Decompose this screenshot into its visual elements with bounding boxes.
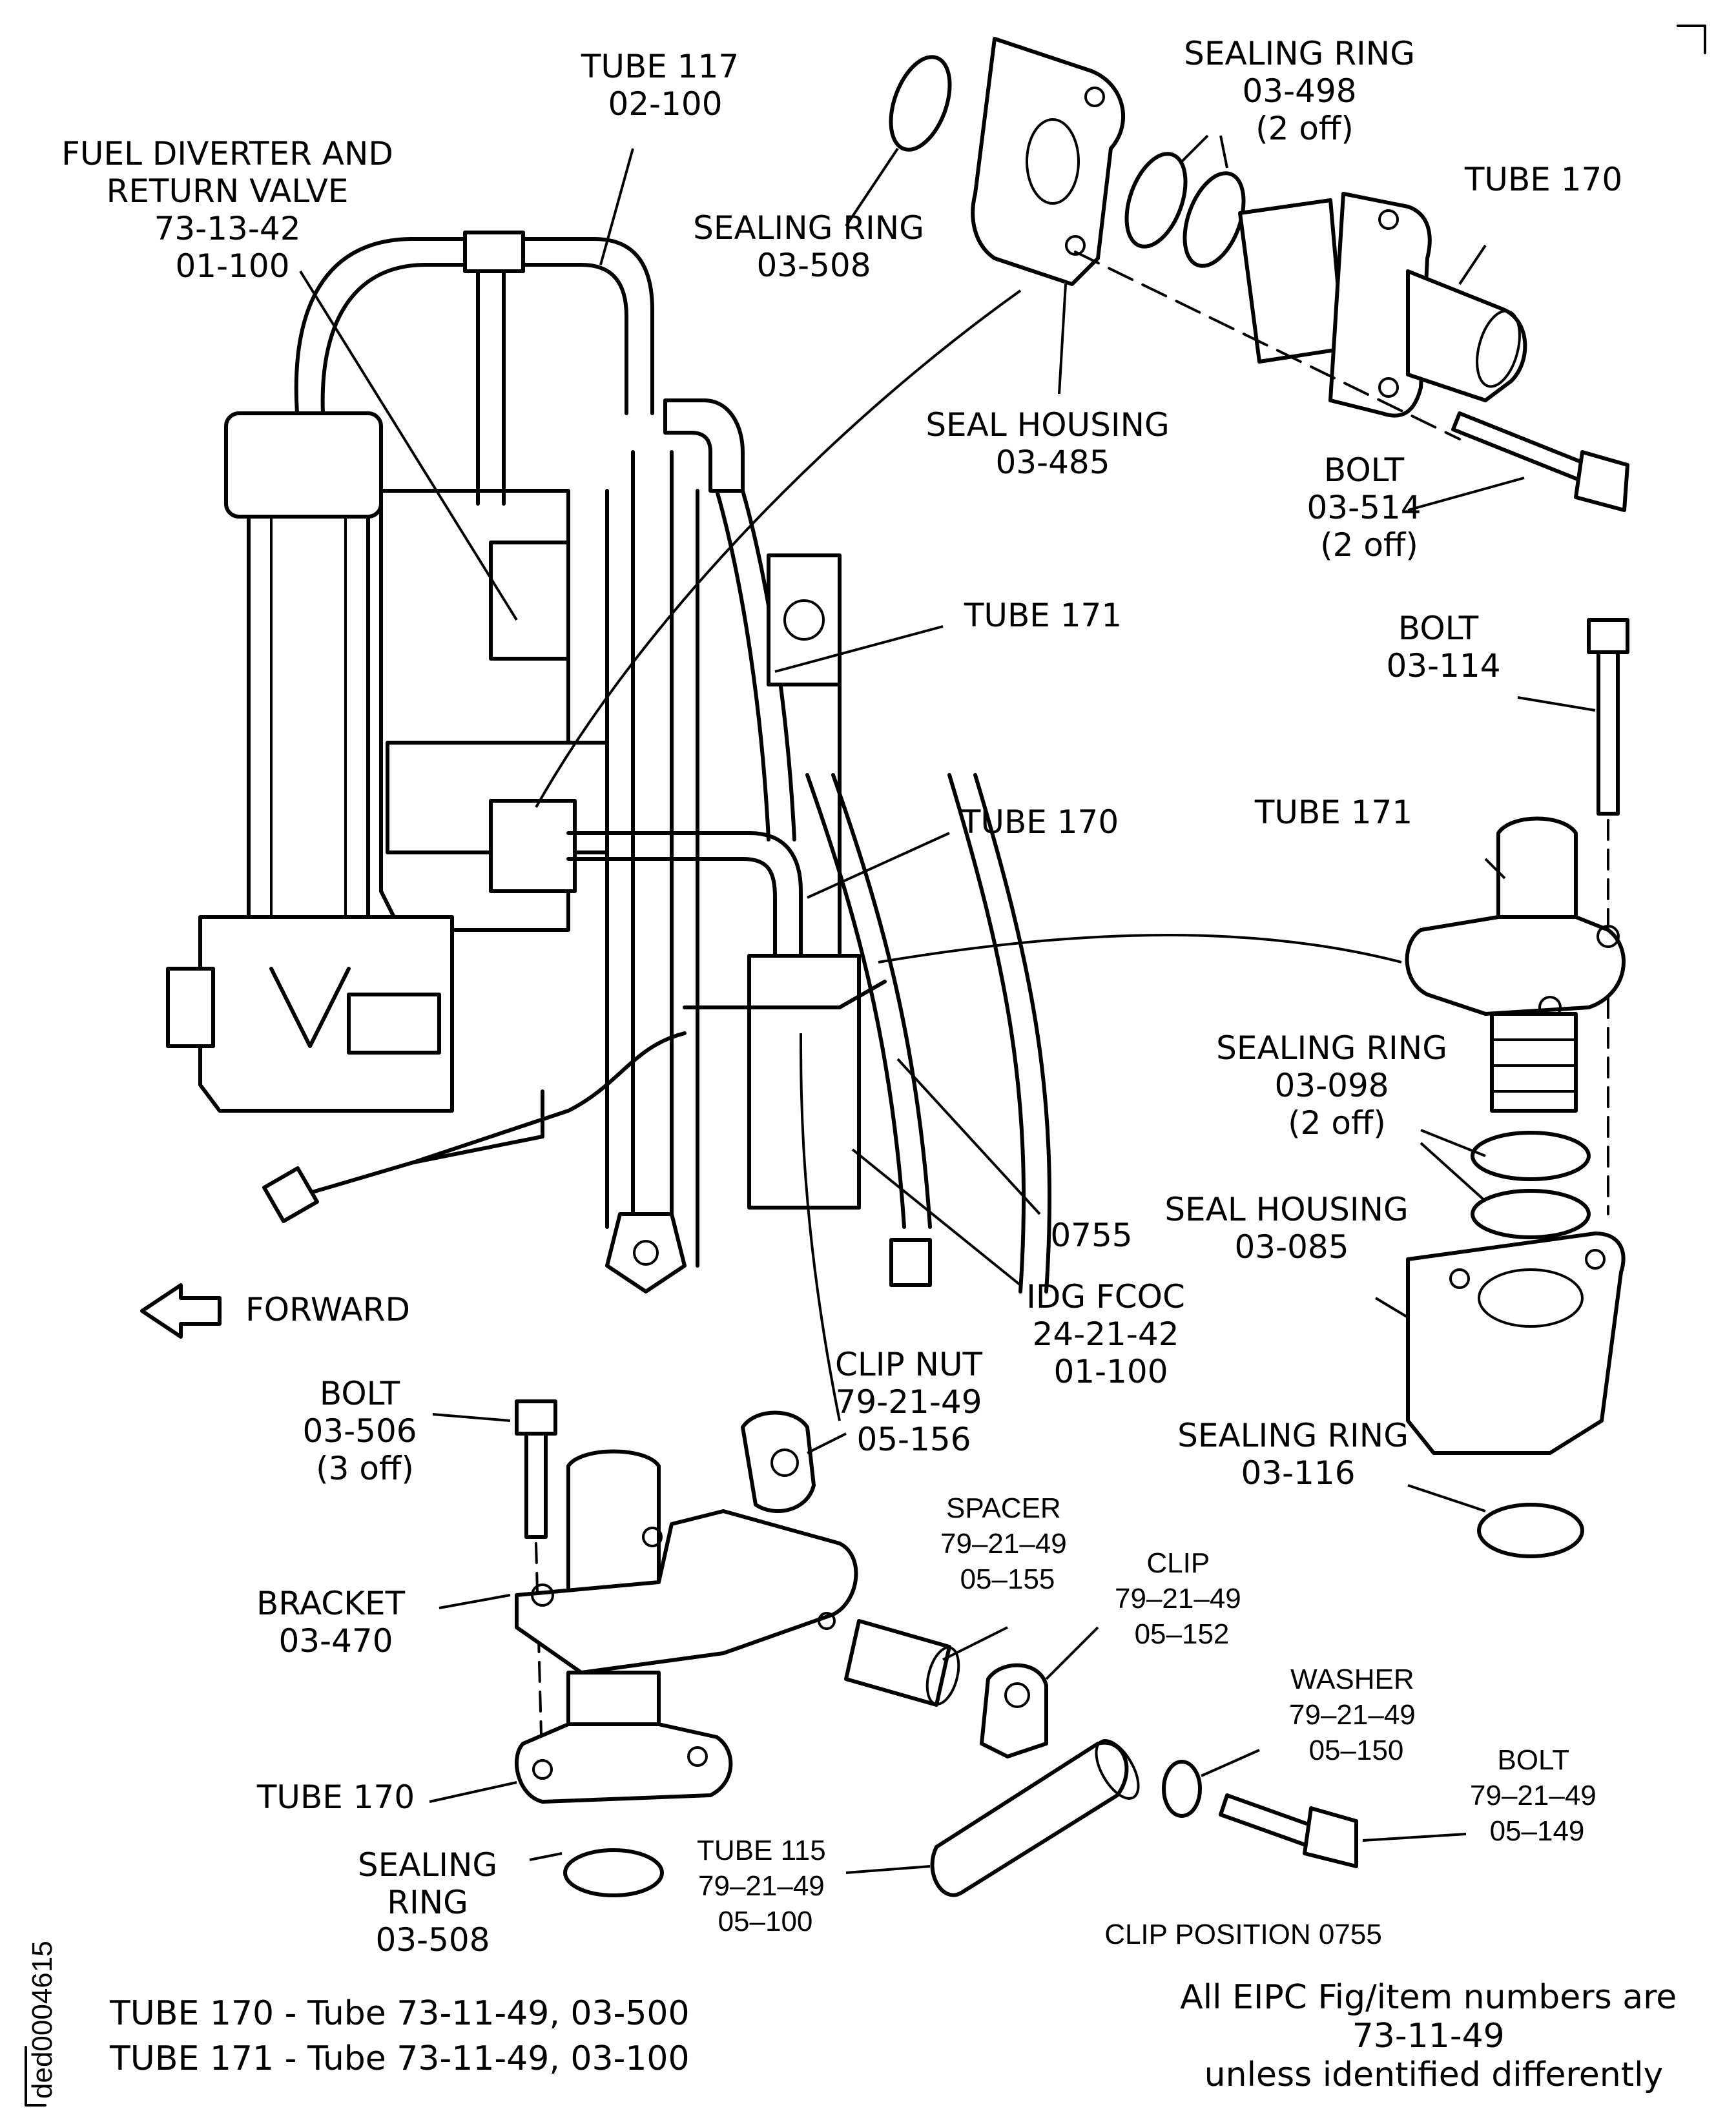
label-forward: FORWARD <box>245 1291 410 1328</box>
label-spacer: SPACER 79–21–49 05–155 <box>940 1492 1075 1595</box>
label-fuel-diverter: FUEL DIVERTER AND RETURN VALVE 73-13-42 … <box>61 135 404 285</box>
svg-text:ded0004615: ded0004615 <box>26 1941 58 2099</box>
washer-shape <box>1162 1760 1202 1818</box>
bottom-exploded-parts <box>515 1399 1358 1897</box>
label-idg-fcoc: IDG FCOC 24-21-42 01-100 <box>1026 1278 1195 1390</box>
label-clip-0755: 0755 <box>1050 1217 1132 1254</box>
label-tube-117: TUBE 117 02-100 <box>581 48 749 123</box>
tube-115-shape <box>930 1740 1129 1897</box>
label-bolt-149: BOLT 79–21–49 05–149 <box>1470 1744 1604 1847</box>
legend-tube-170: TUBE 170 - Tube 73-11-49, 03-500 <box>109 1994 690 2033</box>
label-sealing-ring-498: SEALING RING 03-498 (2 off) <box>1184 35 1425 147</box>
label-tube-170-top: TUBE 170 <box>1464 161 1622 198</box>
clip-nut-shape <box>741 1410 816 1513</box>
eipc-note: All EIPC Fig/item numbers are 73-11-49 u… <box>1180 1978 1688 2094</box>
right-exploded-parts <box>1405 618 1629 1558</box>
legend-tube-171: TUBE 171 - Tube 73-11-49, 03-100 <box>109 2039 690 2078</box>
engine-assembly-drawing <box>166 231 1052 1294</box>
forward-arrow-icon <box>140 1283 222 1339</box>
label-sealing-ring-508-bottom: SEALING RING 03-508 <box>358 1846 508 1959</box>
label-seal-housing-485: SEAL HOUSING 03-485 <box>925 406 1179 481</box>
label-bolt-114: BOLT 03-114 <box>1386 610 1500 685</box>
label-washer: WASHER 79–21–49 05–150 <box>1289 1664 1423 1766</box>
label-tube-171-mid: TUBE 171 <box>964 597 1122 634</box>
label-bolt-514: BOLT 03-514 (2 off) <box>1307 451 1431 564</box>
label-bracket: BRACKET 03-470 <box>256 1585 415 1660</box>
clip-shape <box>980 1663 1048 1758</box>
label-sealing-ring-116: SEALING RING 03-116 <box>1177 1417 1419 1492</box>
drawing-id-bracket <box>25 2046 46 2107</box>
label-clip-nut: CLIP NUT 79-21-49 05-156 <box>835 1346 993 1458</box>
seal-housing-485-shape <box>971 37 1126 286</box>
label-clip-position: CLIP POSITION 0755 <box>1104 1919 1382 1950</box>
corner-mark <box>1677 25 1706 54</box>
label-clip: CLIP 79–21–49 05–152 <box>1115 1547 1249 1650</box>
label-bolt-506: BOLT 03-506 (3 off) <box>302 1375 427 1487</box>
label-tube-170-mid: TUBE 170 <box>960 803 1119 841</box>
top-exploded-parts <box>889 37 1629 512</box>
drawing-id: ded0004615 <box>26 1941 58 2099</box>
bracket-shape <box>515 1509 858 1675</box>
label-tube-170-bottom: TUBE 170 <box>256 1778 415 1816</box>
leader-lines <box>299 134 1596 1874</box>
label-sealing-ring-098: SEALING RING 03-098 (2 off) <box>1216 1029 1458 1142</box>
label-tube-171-right: TUBE 171 <box>1254 794 1412 831</box>
sealing-ring-508-top-shape <box>889 55 952 152</box>
label-sealing-ring-508-top: SEALING RING 03-508 <box>693 209 935 284</box>
label-seal-housing-085: SEAL HOUSING 03-085 <box>1164 1191 1418 1266</box>
label-tube-115: TUBE 115 79–21–49 05–100 <box>697 1835 834 1937</box>
